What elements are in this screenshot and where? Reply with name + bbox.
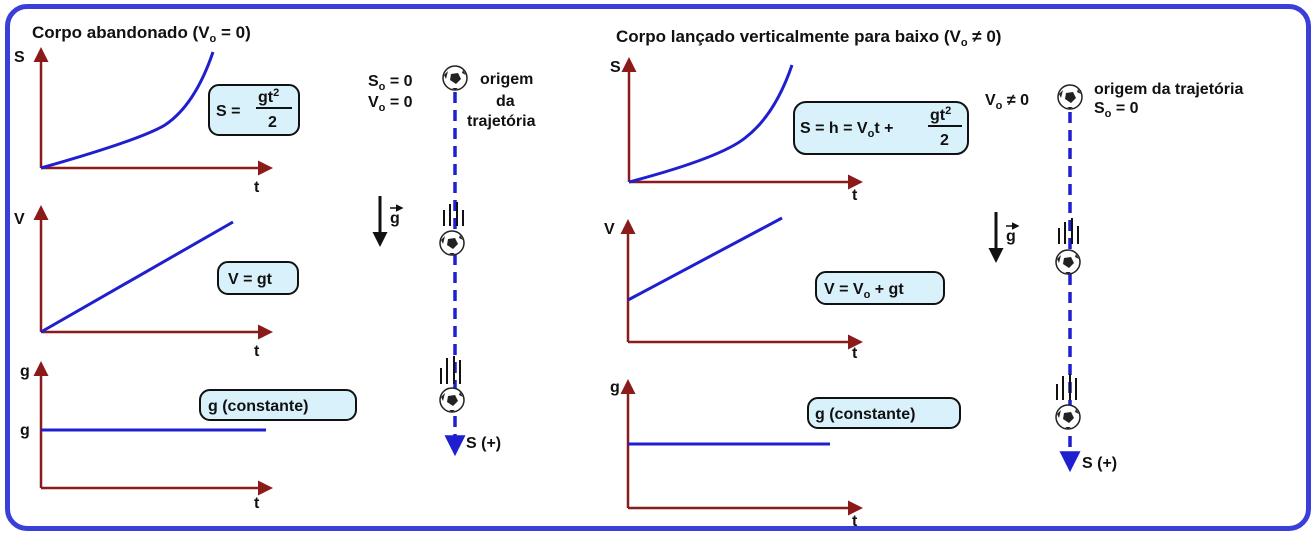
right-title: Corpo lançado verticalmente para baixo (… [616,27,1001,49]
ball-icon [439,387,465,413]
formula-box: S = h = Vot + gt2 2 [793,101,969,155]
y-axis-label: V [604,221,615,238]
v0-label: Vo ≠ 0 [985,92,1029,112]
svg-text:g (constante): g (constante) [815,406,915,423]
svg-text:g (constante): g (constante) [208,398,308,415]
origin-label: origem da trajetória [1094,81,1243,98]
x-axis-label: t [254,179,260,196]
formula-box: S = gt2 2 [208,84,300,136]
end-label: S (+) [1082,455,1117,472]
right-graph-velocity: V t V = Vo + gt [604,216,945,362]
origin-label: da [496,93,515,110]
gravity-label: g [1006,228,1016,245]
motion-lines-icon [440,202,464,384]
s0-label: So = 0 [368,73,413,93]
ball-icon [439,230,465,256]
left-trajectory: So = 0 Vo = 0 origem da trajetória g S (… [368,65,536,457]
x-axis-label: t [852,345,858,362]
left-graph-velocity: V t V = gt [14,205,299,360]
y-axis-label: g [610,379,620,396]
svg-text:S = h = Vot +: S = h = Vot + [800,120,893,140]
formula-box: V = gt [217,261,299,295]
left-graph-position: S t S = gt2 2 [14,47,300,196]
origin-label: origem [480,71,533,88]
origin-label: trajetória [467,113,536,130]
svg-text:2: 2 [268,114,277,131]
svg-text:V = gt: V = gt [228,271,273,288]
svg-text:gt2: gt2 [930,105,951,124]
s0-label: So = 0 [1094,100,1139,120]
gravity-label: g [390,210,400,227]
x-axis-label: t [852,513,858,530]
velocity-line [40,220,234,334]
ball-icon [1055,249,1081,275]
svg-text:gt2: gt2 [258,87,279,106]
y-axis-label: V [14,211,25,228]
svg-text:V = Vo + gt: V = Vo + gt [824,281,904,301]
right-graph-gravity: g t g (constante) [610,379,961,530]
right-trajectory: Vo ≠ 0 origem da trajetória So = 0 g S (… [985,81,1243,473]
left-graph-gravity: g g t g (constante) [20,361,357,512]
formula-box: V = Vo + gt [815,271,945,305]
x-axis-label: t [254,343,260,360]
y-axis-label: S [14,49,25,66]
right-graph-position: S t S = h = Vot + gt2 2 [610,57,969,204]
left-title: Corpo abandonado (Vo = 0) [32,23,251,45]
ball-icon [1055,404,1081,430]
x-axis-label: t [852,187,858,204]
x-axis-label: t [254,495,260,512]
position-curve [628,64,794,184]
svg-text:2: 2 [940,132,949,149]
position-curve [40,51,215,170]
outer-frame [5,4,1311,531]
v0-label: Vo = 0 [368,94,413,114]
end-label: S (+) [466,435,501,452]
y-axis-label: g [20,363,30,380]
velocity-line [627,216,783,302]
formula-box: g (constante) [199,389,357,421]
ball-icon [442,65,468,91]
svg-text:S =: S = [216,103,240,120]
y-axis-label: S [610,59,621,76]
ball-icon [1057,84,1083,110]
motion-lines-icon [1056,218,1079,400]
formula-box: g (constante) [807,397,961,429]
tick-label: g [20,422,30,439]
